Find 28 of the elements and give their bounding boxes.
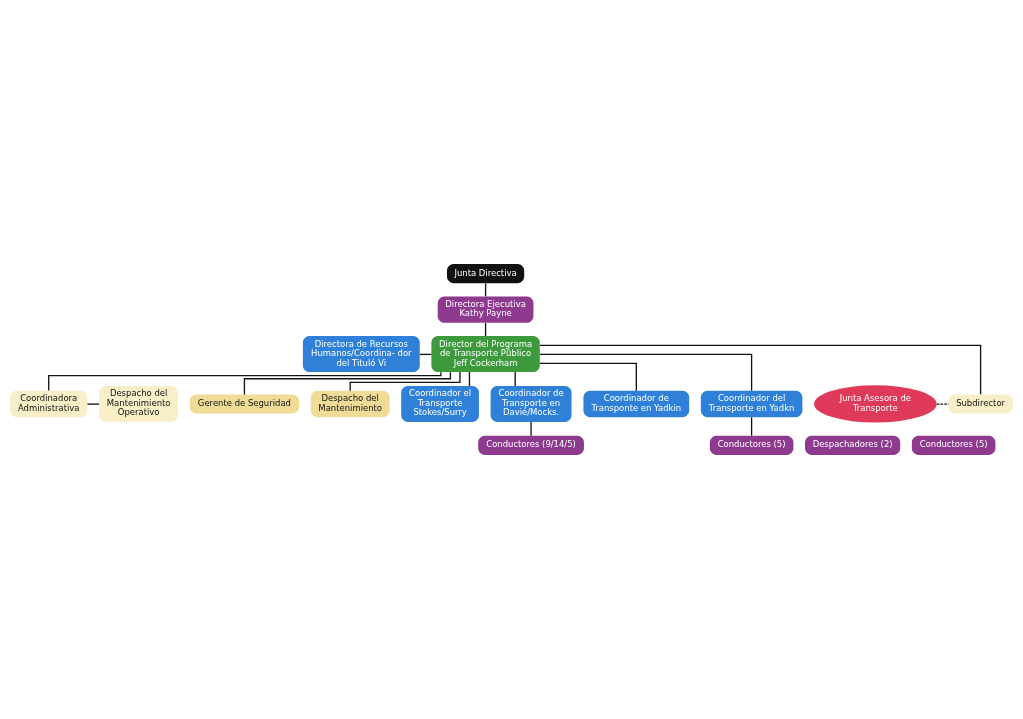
node-box: Despacho del Mantenimiento bbox=[310, 390, 390, 418]
connector bbox=[539, 353, 753, 392]
node-box: Directora Ejecutiva Kathy Payne bbox=[437, 296, 534, 323]
node-box: Conductores (9/14/5) bbox=[478, 435, 584, 455]
connector bbox=[349, 371, 461, 392]
connector bbox=[750, 416, 753, 437]
node-box: Subdirector bbox=[948, 394, 1013, 414]
connector bbox=[86, 403, 100, 405]
connector bbox=[530, 421, 532, 437]
node-ellipse: Junta Asesora de Transporte bbox=[814, 385, 937, 423]
connector bbox=[539, 344, 982, 395]
node-box: Coordinador el Transporte Stokes/Surry bbox=[401, 385, 479, 422]
node-box: Coordinador de Transporte en Davié/Mocks. bbox=[490, 385, 572, 422]
node-box: Coordinador de Transponte en Yadkin bbox=[583, 390, 690, 418]
node-box: Junta Directiva bbox=[447, 264, 525, 284]
node-box: Conductores (5) bbox=[911, 435, 996, 455]
node-box: Coordinador del Transporte en Yadkn bbox=[700, 390, 803, 418]
node-box: Director del Programa de Transporte Pũblico Jeff Cockerham bbox=[431, 336, 540, 372]
connector bbox=[539, 362, 637, 392]
node-box: Conductores (5) bbox=[709, 435, 794, 455]
node-box: Gerente de Seguridad bbox=[189, 394, 300, 414]
connector bbox=[48, 371, 442, 392]
connector bbox=[243, 371, 452, 396]
connector bbox=[936, 403, 949, 405]
node-box: Despachadores (2) bbox=[805, 435, 901, 455]
node-box: Despacho del Mantenimiento Operativo bbox=[99, 385, 179, 422]
node-box: Coordinadora Administrativa bbox=[10, 390, 88, 418]
node-box: Directora de Recursos Humanos/Coordina- dor del Tituló Vi bbox=[302, 336, 420, 372]
